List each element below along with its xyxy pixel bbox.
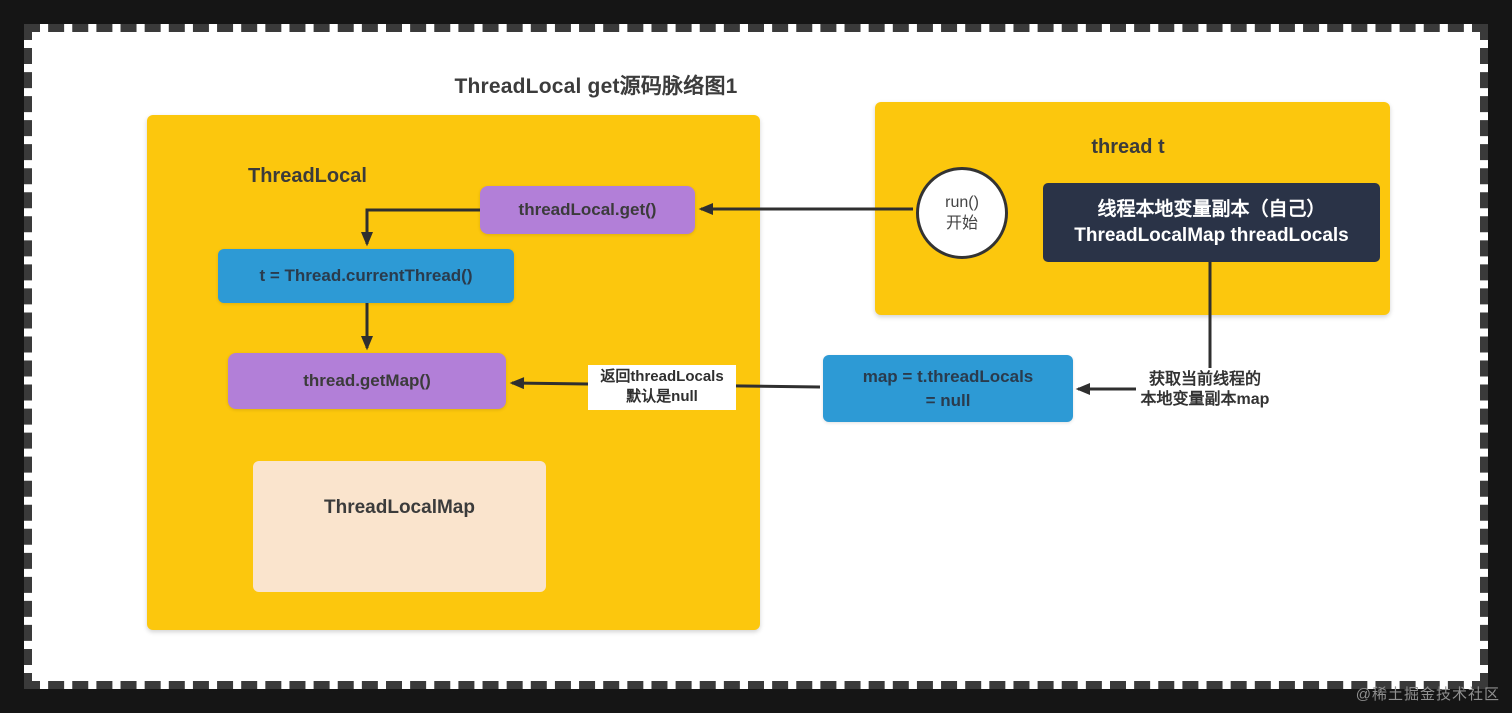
- node-threadlocal-get-label: threadLocal.get(): [518, 200, 657, 219]
- node-thread-getmap-label: thread.getMap(): [303, 371, 431, 390]
- thread-locals-field-line1: 线程本地变量副本（自己）: [1097, 198, 1326, 220]
- node-map-assignment-line1: map = t.threadLocals: [862, 366, 1034, 386]
- run-circle-line1: run(): [945, 194, 979, 211]
- node-current-thread-label: t = Thread.currentThread(): [259, 266, 473, 285]
- node-threadlocal-get: threadLocal.get(): [480, 186, 695, 234]
- node-thread-locals-field: 线程本地变量副本（自己） ThreadLocalMap threadLocals: [1043, 183, 1380, 262]
- annotation-return-line1: 返回threadLocals: [600, 368, 724, 385]
- node-run-start-circle: run() 开始: [916, 167, 1008, 259]
- node-map-assignment-line2: = null: [925, 390, 971, 410]
- juejin-watermark: @稀土掘金技术社区: [1355, 686, 1500, 703]
- annotation-getmap-line1: 获取当前线程的: [1148, 371, 1261, 388]
- thread-locals-field-line2: ThreadLocalMap threadLocals: [1074, 224, 1349, 246]
- annotation-getmap-line2: 本地变量副本map: [1140, 391, 1270, 408]
- run-circle-line2: 开始: [945, 215, 978, 232]
- annotation-return-line2: 默认是null: [626, 388, 698, 405]
- annotation-return-threadlocals: 返回threadLocals 默认是null: [588, 365, 736, 410]
- annotation-get-current-map: 获取当前线程的 本地变量副本map: [1123, 370, 1287, 410]
- node-current-thread: t = Thread.currentThread(): [218, 249, 514, 303]
- node-threadlocalmap-label: ThreadLocalMap: [324, 497, 475, 518]
- node-map-assignment: map = t.threadLocals = null: [823, 355, 1073, 422]
- node-thread-getmap: thread.getMap(): [228, 353, 506, 409]
- diagram-title: ThreadLocal get源码脉络图1: [454, 75, 738, 98]
- node-threadlocalmap: ThreadLocalMap: [253, 461, 546, 592]
- thread-group-label: thread t: [1091, 136, 1165, 158]
- threadlocal-group-label: ThreadLocal: [248, 165, 367, 187]
